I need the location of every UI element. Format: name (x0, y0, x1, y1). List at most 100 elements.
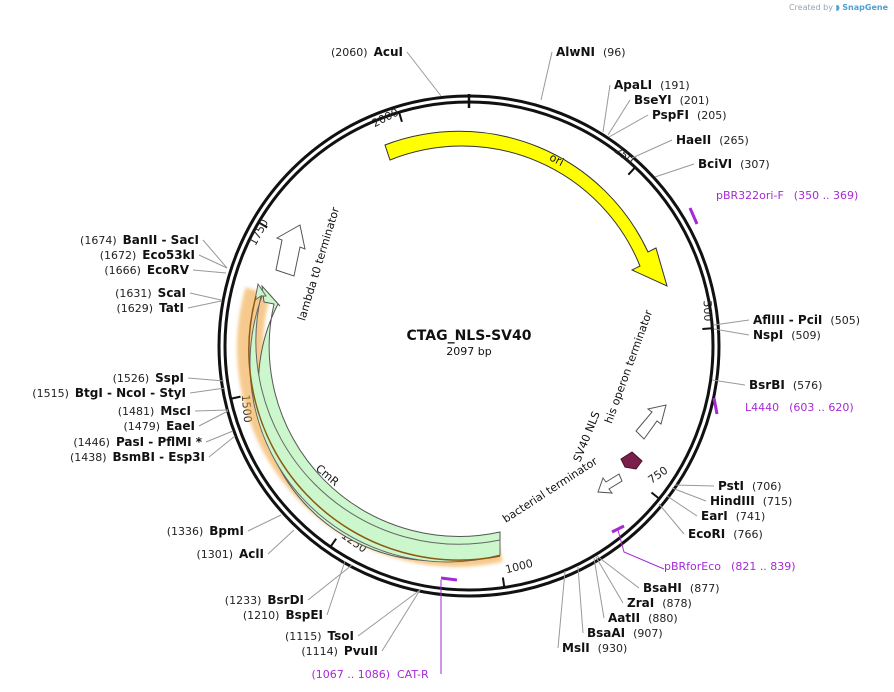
snapgene-credit: Created by ◗ SnapGene (789, 3, 888, 12)
lambda-t0-terminator-feature[interactable] (275, 224, 306, 277)
site-position: (1674) (80, 234, 117, 247)
site-position: (1631) (115, 287, 152, 300)
restriction-site[interactable]: NspI (509) (753, 328, 821, 342)
restriction-site[interactable]: SspI(1526) (113, 371, 184, 385)
primer-range: (1067 .. 1086) (311, 668, 390, 681)
site-position: (1629) (116, 302, 153, 315)
restriction-site[interactable]: TatI (1629) (116, 301, 184, 315)
site-enzyme-name: MscI (160, 404, 191, 418)
restriction-site[interactable]: PasI - PflMI * (1446) (73, 435, 202, 449)
site-enzyme-name: EarI (701, 509, 728, 523)
site-enzyme-name: BtgI - NcoI - StyI (75, 386, 186, 400)
site-enzyme-name: NspI (753, 328, 783, 342)
restriction-site[interactable]: BsmBI - Esp3I(1438) (70, 450, 205, 464)
site-leader-line (198, 254, 228, 269)
restriction-site[interactable]: ApaLI(191) (614, 78, 690, 92)
restriction-site[interactable]: EcoRV(1666) (104, 263, 189, 277)
site-position: (1438) (70, 451, 107, 464)
restriction-site[interactable]: AcuI(2060) (331, 45, 403, 59)
site-position: (509) (791, 329, 821, 342)
restriction-site[interactable]: ZraI(878) (627, 596, 692, 610)
restriction-site[interactable]: ScaI (1631) (115, 286, 186, 300)
sv40-nls-feature[interactable] (620, 451, 643, 470)
restriction-site[interactable]: PvuII(1114) (301, 644, 378, 658)
restriction-site[interactable]: AlwNI(96) (556, 45, 626, 59)
restriction-site[interactable]: HaeII(265) (676, 133, 749, 147)
tick-mark (627, 166, 636, 176)
plasmid-name: CTAG_NLS-SV40 (407, 328, 532, 344)
his-operon-terminator-label: his operon terminator (602, 308, 655, 425)
tick-mark (258, 221, 268, 229)
site-enzyme-name: BciVI (698, 157, 732, 171)
primer-bind-mark (688, 207, 699, 225)
site-position: (1446) (73, 436, 110, 449)
tick-label: 1750 (247, 217, 272, 248)
site-leader-line (671, 487, 707, 502)
restriction-site[interactable]: Eco53kI(1672) (100, 248, 195, 262)
tick-label: 1000 (504, 557, 534, 576)
tick-label: 750 (646, 464, 671, 487)
restriction-site[interactable]: BciVI(307) (698, 157, 770, 171)
primer[interactable]: pBRforEco(821 .. 839) (611, 524, 796, 573)
restriction-site[interactable]: PstI(706) (718, 479, 782, 493)
tick-mark (702, 327, 713, 331)
site-leader-line (187, 300, 222, 309)
site-enzyme-name: ScaI (158, 286, 186, 300)
site-enzyme-name: BsrBI (749, 378, 785, 392)
site-leader-line (326, 560, 346, 616)
site-enzyme-name: TatI (159, 301, 184, 315)
bacterial-terminator-label: bacterial terminator (500, 454, 600, 525)
restriction-site[interactable]: PspFI(205) (652, 108, 727, 122)
site-position: (715) (763, 495, 793, 508)
ori-feature[interactable] (384, 130, 668, 287)
site-position: (1233) (225, 594, 262, 607)
restriction-site[interactable]: MscI(1481) (118, 404, 191, 418)
site-enzyme-name: EaeI (166, 419, 195, 433)
restriction-site[interactable]: BsaHI(877) (643, 581, 720, 595)
site-leader-line (711, 379, 746, 386)
site-leader-line (202, 239, 228, 269)
restriction-site[interactable]: BpmI(1336) (167, 524, 244, 538)
primer-name: CAT-R (397, 668, 429, 681)
restriction-site[interactable]: BsrBI(576) (749, 378, 822, 392)
primer-bind-mark (712, 397, 719, 415)
restriction-site[interactable]: BtgI - NcoI - StyI(1515) (32, 386, 186, 400)
restriction-site[interactable]: BanII - SacI(1674) (80, 233, 199, 247)
site-leader-line (577, 566, 584, 634)
site-leader-line (713, 328, 750, 336)
site-enzyme-name: PasI - PflMI * (116, 435, 203, 449)
primer-bind-mark (611, 524, 625, 534)
restriction-site[interactable]: BsaAI(907) (587, 626, 663, 640)
bacterial-terminator-feature[interactable] (597, 473, 623, 494)
site-leader-lines (187, 51, 750, 652)
site-leader-line (189, 292, 222, 301)
primer[interactable]: pBR322ori-F(350 .. 369) (688, 189, 858, 225)
primer[interactable]: CAT-R (1067 .. 1086) (311, 576, 458, 681)
restriction-site[interactable]: EcoRI(766) (688, 527, 763, 541)
restriction-site[interactable]: EaeI(1479) (124, 419, 195, 433)
restriction-site[interactable]: AflIII - PciI(505) (753, 313, 860, 327)
site-enzyme-name: PspFI (652, 108, 689, 122)
restriction-site[interactable]: EarI(741) (701, 509, 765, 523)
site-leader-line (540, 51, 553, 101)
restriction-site[interactable]: BsrDI(1233) (225, 593, 304, 607)
his-operon-terminator-feature[interactable] (635, 404, 667, 440)
site-enzyme-name: PstI (718, 479, 744, 493)
site-enzyme-name: AcuI (374, 45, 403, 59)
restriction-site[interactable]: HindIII(715) (710, 494, 792, 508)
restriction-site[interactable]: AatII(880) (608, 611, 678, 625)
site-position: (930) (598, 642, 628, 655)
tick-mark (501, 577, 506, 588)
restriction-site[interactable]: BseYI(201) (634, 93, 709, 107)
site-leader-line (307, 564, 353, 601)
credit-prefix: Created by (788, 3, 833, 12)
restriction-site[interactable]: BspEI(1210) (243, 608, 323, 622)
plasmid-length: 2097 bp (446, 345, 491, 358)
restriction-site[interactable]: TsoI(1115) (285, 629, 354, 643)
site-enzyme-name: AclI (239, 547, 264, 561)
primer-name: pBR322ori-F (716, 189, 784, 202)
restriction-site[interactable]: AclI(1301) (196, 547, 264, 561)
primer[interactable]: L4440(603 .. 620) (712, 397, 854, 415)
restriction-site[interactable]: MslI(930) (562, 641, 627, 655)
